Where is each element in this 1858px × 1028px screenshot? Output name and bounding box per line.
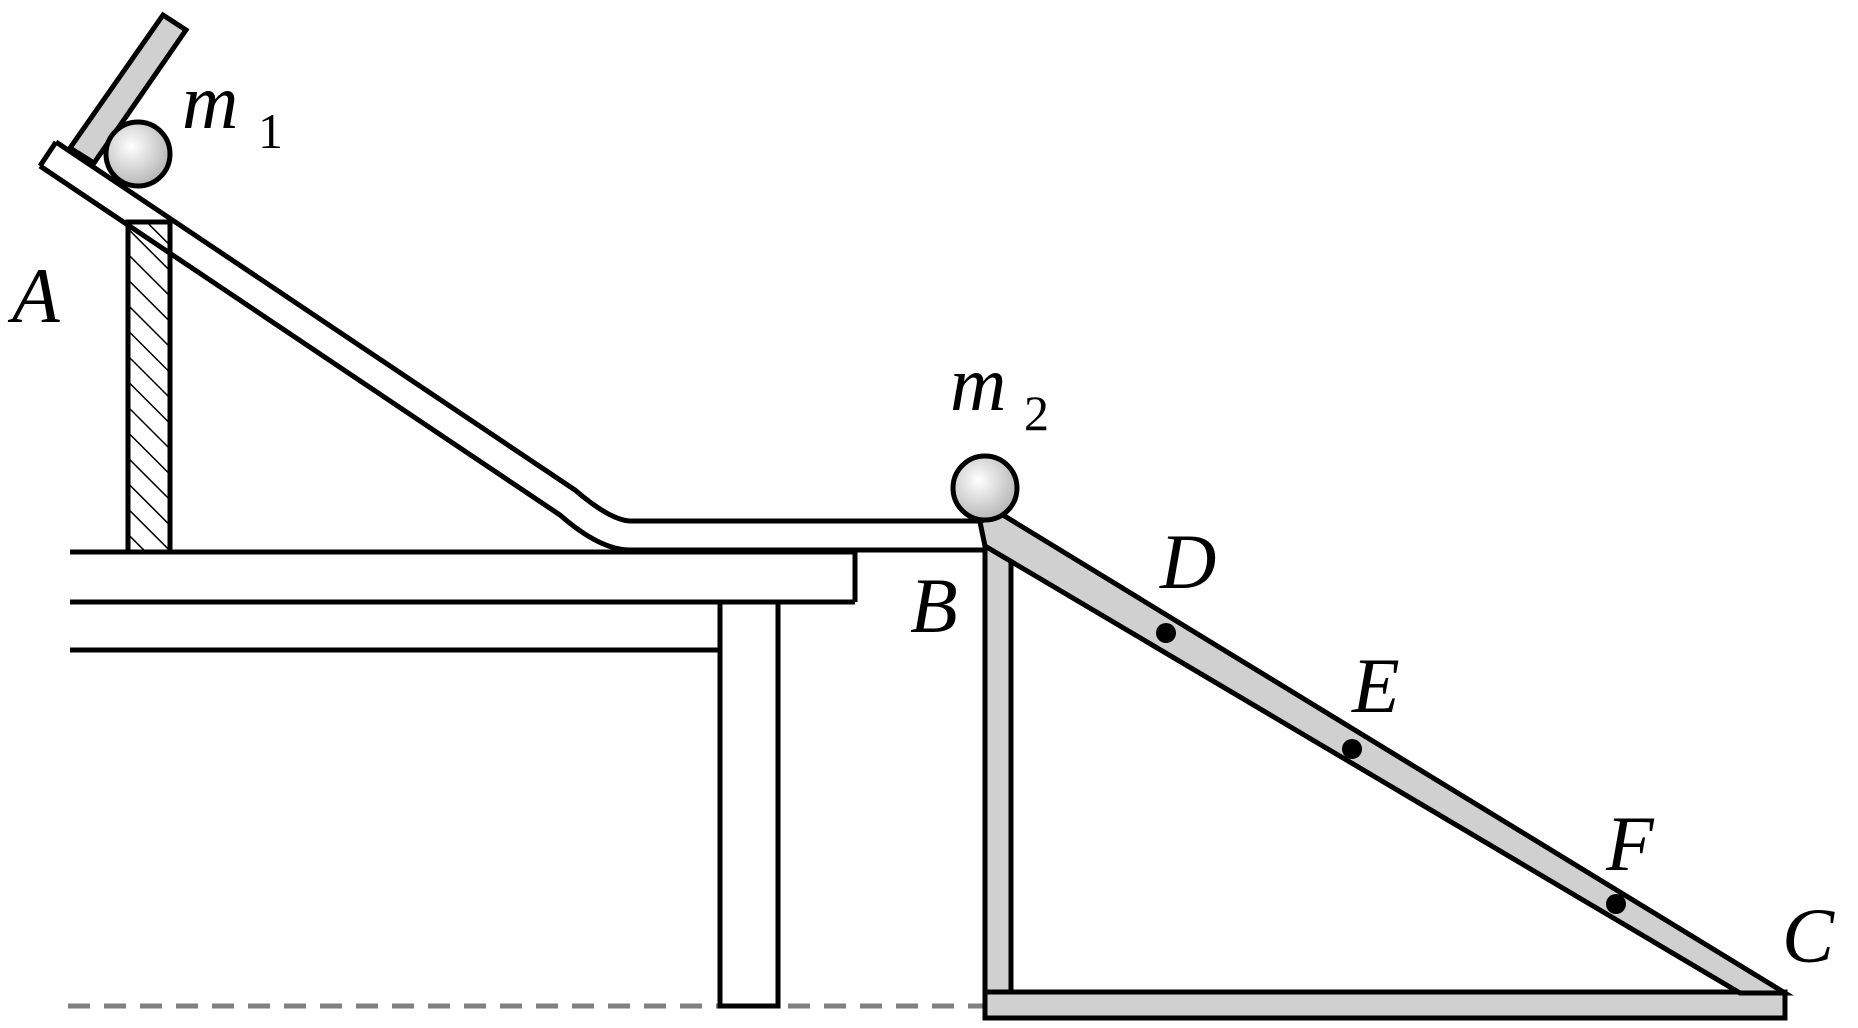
point-f-dot (1606, 894, 1626, 914)
label-point-b: B (910, 562, 958, 649)
mass1-subscript: 1 (258, 103, 283, 159)
point-e-dot (1342, 739, 1362, 759)
mass2-subscript: 2 (1024, 385, 1049, 441)
mass2-symbol: m (950, 340, 1006, 427)
ramp-bc (977, 509, 1794, 1021)
label-mass-m2: m 2 (950, 340, 1049, 441)
stopper-rail (66, 11, 190, 167)
label-point-f: F (1605, 800, 1655, 887)
label-point-d: D (1159, 518, 1216, 605)
table (70, 549, 858, 1009)
label-point-a: A (7, 252, 60, 339)
label-mass-m1: m 1 (182, 58, 283, 159)
label-point-e: E (1351, 642, 1400, 729)
incline-track (37, 139, 985, 553)
ball-m1 (103, 119, 173, 189)
hatched-support-post (125, 219, 173, 555)
point-d-dot (1156, 623, 1176, 643)
label-point-c: C (1782, 892, 1835, 979)
ball-m2 (950, 453, 1020, 523)
mass1-symbol: m (182, 58, 238, 145)
